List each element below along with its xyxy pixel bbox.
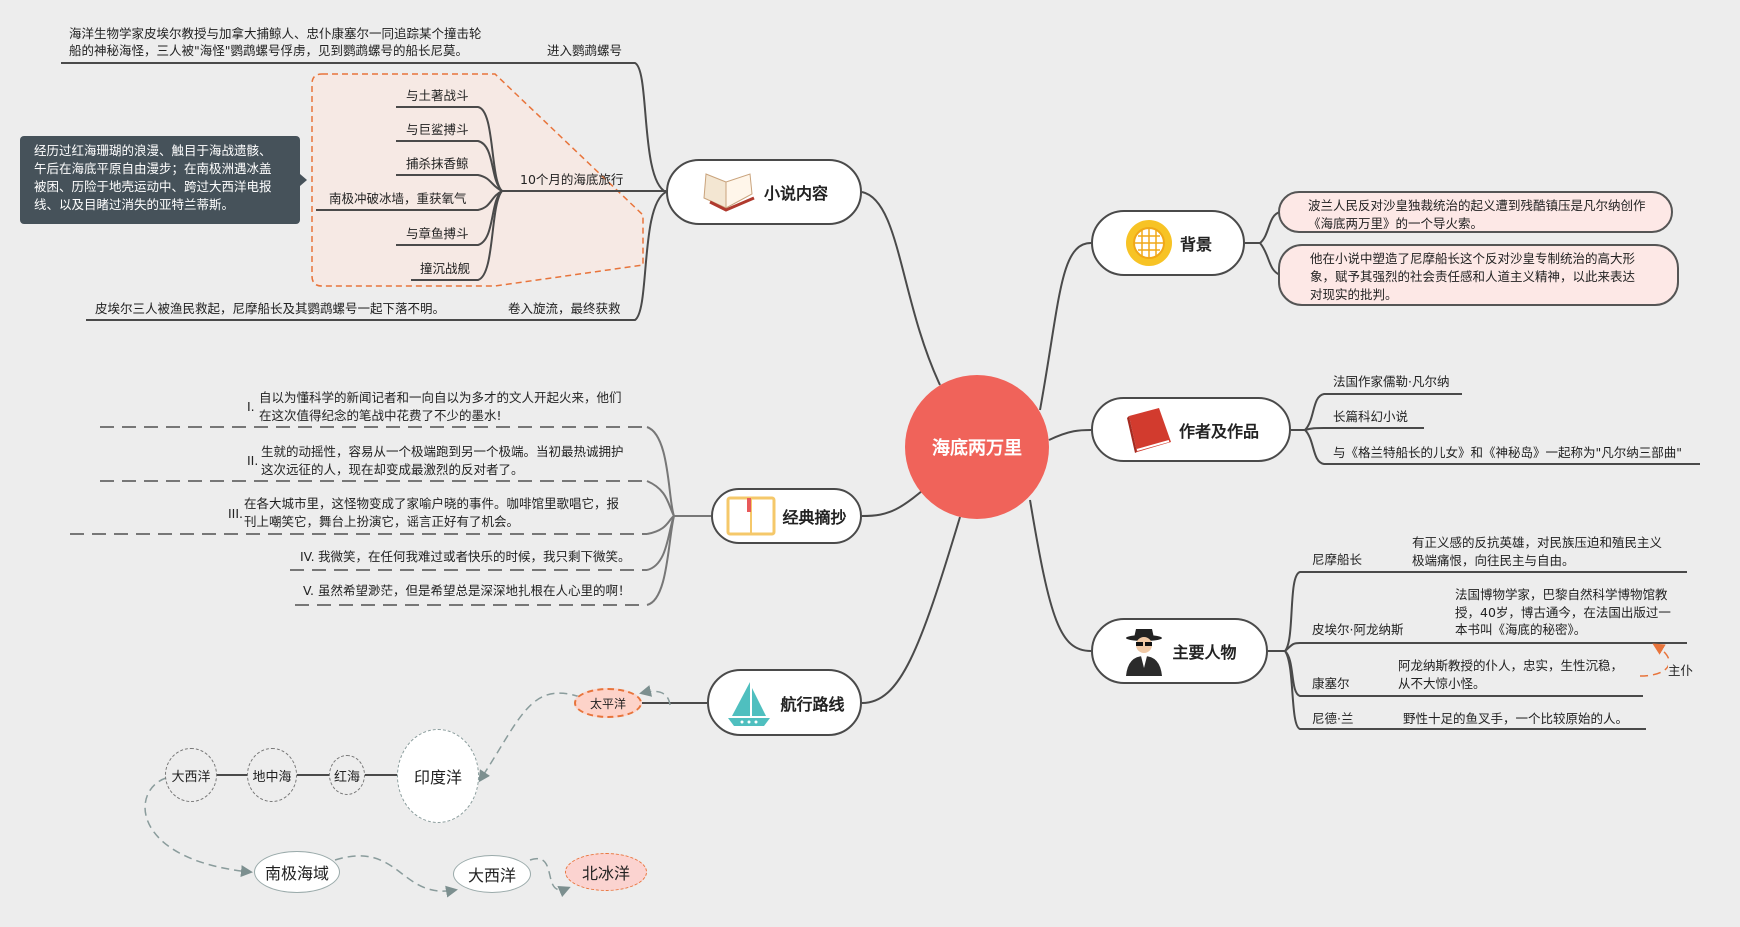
sailboat-icon xyxy=(728,681,771,726)
node-background[interactable]: 背景 xyxy=(1091,210,1245,276)
bubble-line: 《海底两万里》的一个导火索。 xyxy=(1308,216,1484,231)
stop-arctic[interactable]: 北冰洋 xyxy=(565,853,647,891)
journey-item[interactable]: 与土著战斗 xyxy=(406,88,469,103)
character-name[interactable]: 尼摩船长 xyxy=(1312,552,1363,567)
branch-journey[interactable]: 10个月的海底旅行 xyxy=(520,172,624,187)
enter-detail-line: 船的神秘海怪，三人被"海怪"鹦鹉螺号俘虏，见到鹦鹉螺号的船长尼莫。 xyxy=(69,43,469,58)
quote-number: I. xyxy=(247,399,255,414)
relation-arrow xyxy=(1639,643,1670,677)
journey-item[interactable]: 南极冲破冰墙，重获氧气 xyxy=(329,191,467,206)
journey-summary-callout: 经历过红海珊瑚的浪漫、触目于海战遗骸、 午后在海底平原自由漫步；在南极洲遇冰盖 … xyxy=(20,136,307,224)
quote-line[interactable]: 这次远征的人，现在却变成最激烈的反对者了。 xyxy=(261,462,524,477)
character-name[interactable]: 皮埃尔·阿龙纳斯 xyxy=(1312,622,1404,637)
background-item[interactable]: 他在小说中塑造了尼摩船长这个反对沙皇专制统治的高大形 象，赋予其强烈的社会责任感… xyxy=(1278,244,1679,306)
journey-item[interactable]: 与巨鲨搏斗 xyxy=(406,122,469,137)
node-label: 主要人物 xyxy=(1172,643,1237,662)
node-label: 航行路线 xyxy=(780,694,845,714)
node-characters[interactable]: 主要人物 xyxy=(1091,618,1268,684)
quote-number: III. xyxy=(228,506,244,521)
journey-item[interactable]: 与章鱼搏斗 xyxy=(406,226,469,241)
sun-globe-icon xyxy=(1125,220,1172,266)
node-label: 背景 xyxy=(1179,235,1212,254)
stop-pacific[interactable]: 太平洋 xyxy=(574,688,642,718)
bookmark-book-icon xyxy=(726,496,776,536)
node-quotes[interactable]: 经典摘抄 xyxy=(711,488,862,544)
character-desc: 本书叫《海底的秘密》。 xyxy=(1455,622,1587,637)
enter-detail-line: 海洋生物学家皮埃尔教授与加拿大捕鲸人、忠仆康塞尔一同追踪某个撞击轮 xyxy=(69,26,482,41)
summary-boundary xyxy=(311,73,644,287)
summary-line: 午后在海底平原自由漫步；在南极洲遇冰盖 xyxy=(34,161,272,176)
character-desc: 法国博物学家，巴黎自然科学博物馆教 xyxy=(1455,587,1668,602)
red-book-icon xyxy=(1126,407,1171,453)
quote-number: IV. xyxy=(300,549,315,564)
stop-atlantic-2[interactable]: 大西洋 xyxy=(453,855,531,893)
author-item[interactable]: 法国作家儒勒·凡尔纳 xyxy=(1333,374,1450,389)
spy-person-icon xyxy=(1126,629,1163,676)
open-book-icon xyxy=(703,173,755,212)
node-route[interactable]: 航行路线 xyxy=(707,669,862,736)
character-desc: 阿龙纳斯教授的仆人，忠实，生性沉稳， xyxy=(1398,658,1624,673)
stop-mediterranean[interactable]: 地中海 xyxy=(247,748,297,802)
summary-line: 经历过红海珊瑚的浪漫、触目于海战遗骸、 xyxy=(34,143,272,158)
character-name[interactable]: 康塞尔 xyxy=(1312,676,1350,691)
bubble-line: 对现实的批判。 xyxy=(1310,287,1398,302)
ending-detail: 皮埃尔三人被渔民救起，尼摩船长及其鹦鹉螺号一起下落不明。 xyxy=(95,301,446,316)
quote-line[interactable]: 虽然希望渺茫，但是希望总是深深地扎根在人心里的啊！ xyxy=(318,583,631,598)
summary-line: 被困、历险于地壳运动中、跨过大西洋电报 xyxy=(34,179,272,194)
summary-line: 线、以及目睹过消失的亚特兰蒂斯。 xyxy=(34,197,235,212)
quote-line[interactable]: 我微笑，在任何我难过或者快乐的时候，我只剩下微笑。 xyxy=(318,549,631,564)
node-novel-content[interactable]: 小说内容 xyxy=(666,159,862,225)
character-desc: 授，40岁，博古通今，在法国出版过一 xyxy=(1455,605,1671,620)
journey-item[interactable]: 撞沉战舰 xyxy=(420,261,471,276)
quote-line[interactable]: 在各大城市里，这怪物变成了家喻户晓的事件。咖啡馆里歌唱它，报 xyxy=(244,496,620,511)
bubble-line: 波兰人民反对沙皇独裁统治的起义遭到残酷镇压是凡尔纳创作 xyxy=(1308,198,1646,213)
character-desc: 有正义感的反抗英雄，对民族压迫和殖民主义 xyxy=(1412,535,1663,550)
central-topic[interactable]: 海底两万里 xyxy=(905,375,1049,519)
quote-line[interactable]: 在这次值得纪念的笔战中花费了不少的墨水! xyxy=(259,408,502,423)
stop-atlantic-1[interactable]: 大西洋 xyxy=(165,748,217,802)
stop-indian-ocean[interactable]: 印度洋 xyxy=(397,729,479,823)
branch-enter-nautilus[interactable]: 进入鹦鹉螺号 xyxy=(547,43,623,58)
bubble-line: 象，赋予其强烈的社会责任感和人道主义精神，以此来表达 xyxy=(1310,269,1636,284)
background-item[interactable]: 波兰人民反对沙皇独裁统治的起义遭到残酷镇压是凡尔纳创作 《海底两万里》的一个导火… xyxy=(1278,191,1673,233)
character-desc: 从不大惊小怪。 xyxy=(1398,676,1486,691)
character-desc: 野性十足的鱼叉手，一个比较原始的人。 xyxy=(1403,711,1629,726)
bubble-line: 他在小说中塑造了尼摩船长这个反对沙皇专制统治的高大形 xyxy=(1310,251,1636,266)
quote-line[interactable]: 生就的动摇性，容易从一个极端跑到另一个极端。当初最热诚拥护 xyxy=(261,444,624,459)
quote-line[interactable]: 自以为懂科学的新闻记者和一向自以为多才的文人开起火来，他们 xyxy=(259,390,622,405)
node-label: 经典摘抄 xyxy=(782,508,847,527)
quote-number: II. xyxy=(247,453,259,468)
node-label: 作者及作品 xyxy=(1178,421,1259,441)
author-item[interactable]: 长篇科幻小说 xyxy=(1333,409,1409,424)
character-name[interactable]: 尼德·兰 xyxy=(1312,711,1354,726)
stop-antarctic[interactable]: 南极海域 xyxy=(254,851,340,893)
quote-line[interactable]: 刊上嘲笑它，舞台上扮演它，谣言正好有了机会。 xyxy=(244,514,520,529)
character-desc: 极端痛恨，向往民主与自由。 xyxy=(1412,553,1575,568)
node-author-works[interactable]: 作者及作品 xyxy=(1091,397,1291,462)
author-item[interactable]: 与《格兰特船长的儿女》和《神秘岛》一起称为"凡尔纳三部曲" xyxy=(1333,445,1683,460)
branch-ending[interactable]: 卷入旋流，最终获救 xyxy=(508,301,621,316)
node-label: 小说内容 xyxy=(763,184,828,203)
quote-number: V. xyxy=(303,583,314,598)
journey-item[interactable]: 捕杀抹香鲸 xyxy=(406,156,469,171)
relation-label[interactable]: 主仆 xyxy=(1668,662,1694,680)
stop-red-sea[interactable]: 红海 xyxy=(329,755,365,795)
